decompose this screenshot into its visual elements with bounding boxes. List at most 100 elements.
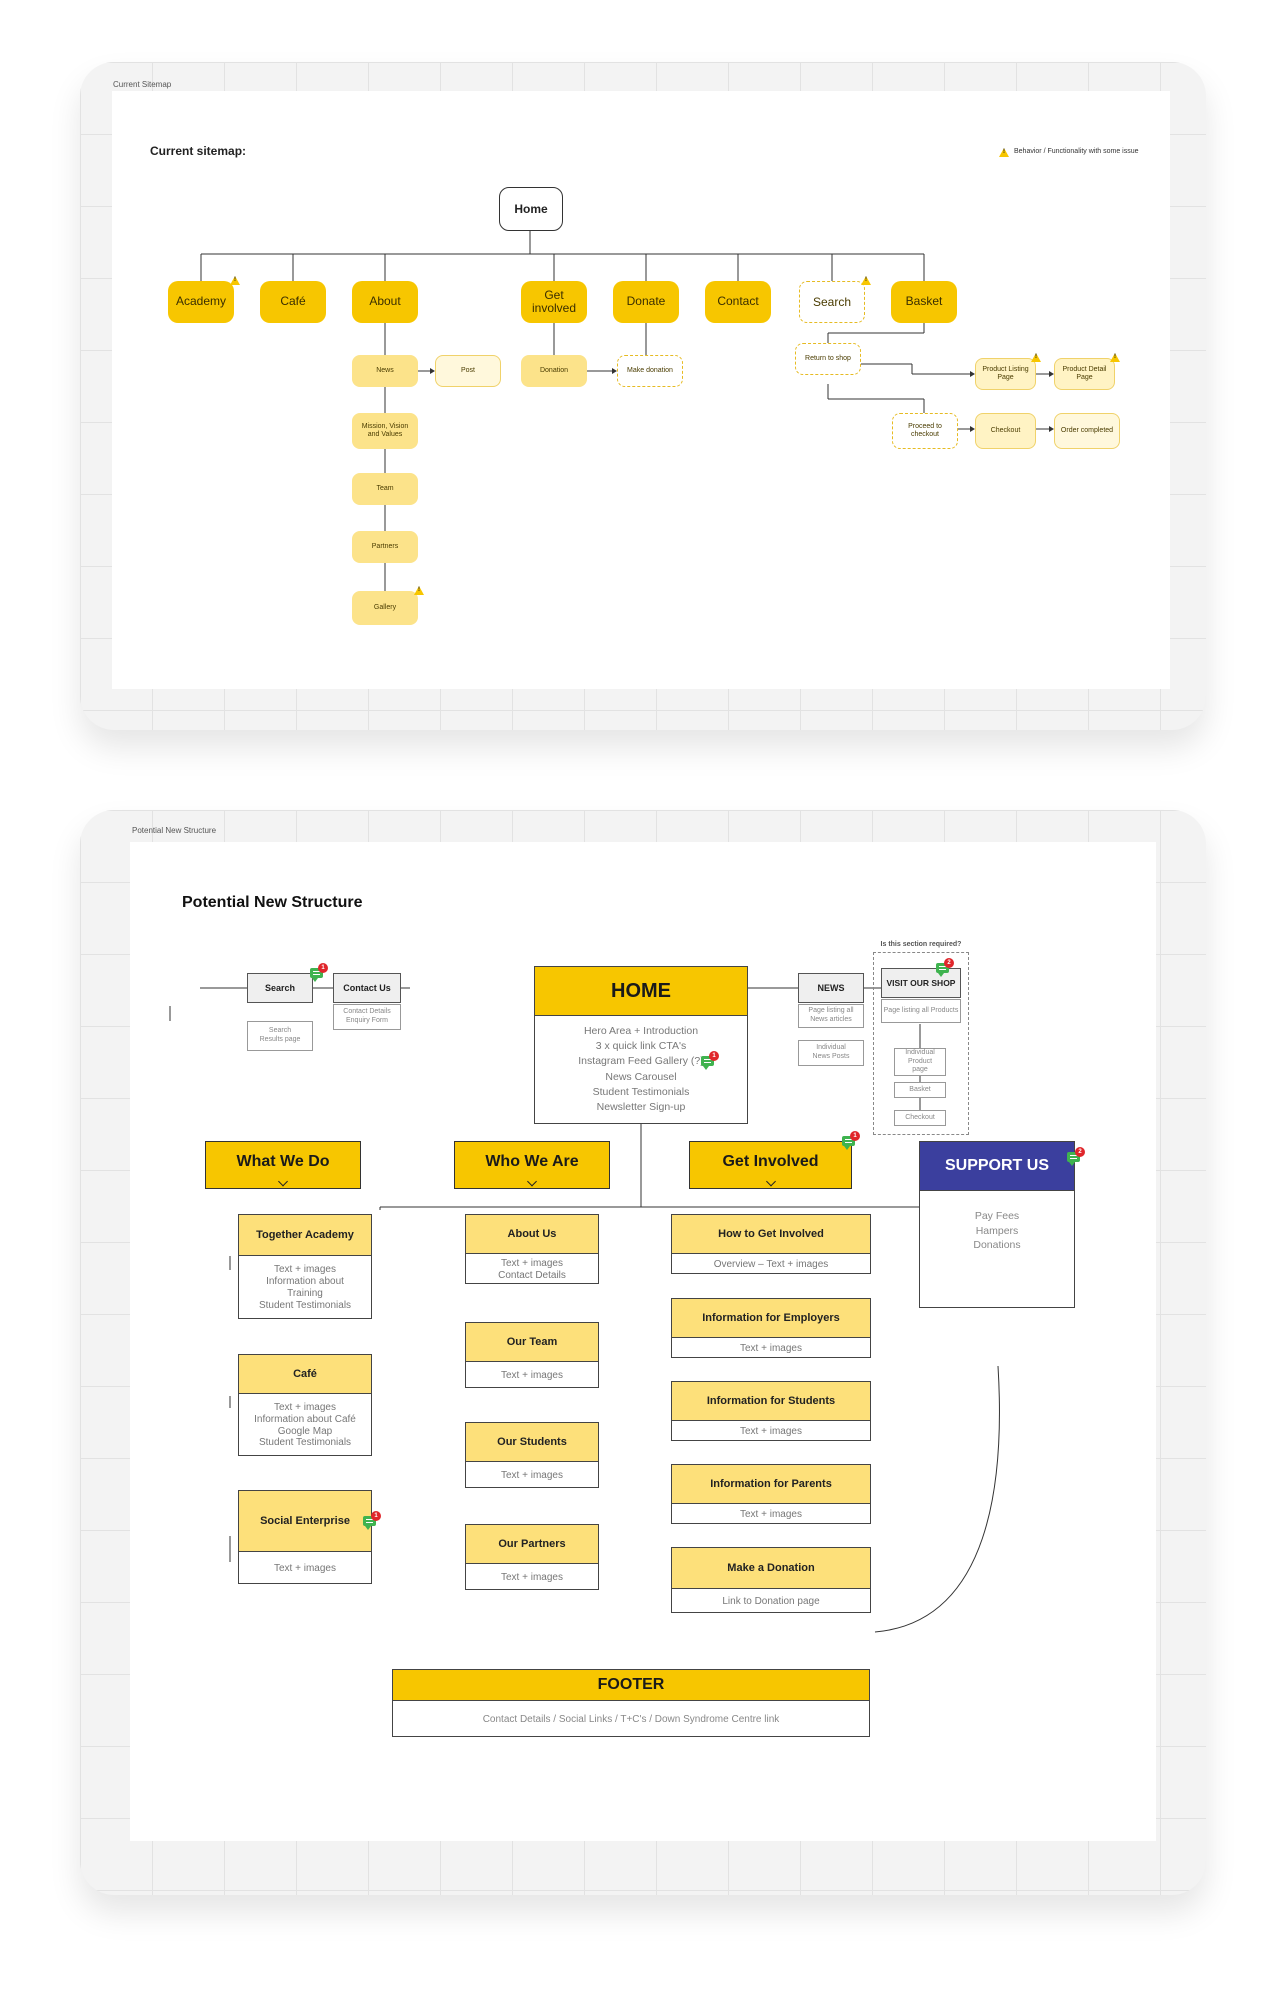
support-item: Donations [973,1239,1021,1252]
card-line: Information about Café [254,1413,356,1425]
info-students-card[interactable]: Information for Students Text + images [671,1381,871,1441]
news-node[interactable]: News [352,355,418,387]
frame-label[interactable]: Potential New Structure [132,826,217,835]
donate-node[interactable]: Donate [613,281,679,323]
individual-product-box[interactable]: Individual Product page [894,1048,946,1076]
warning-icon: ! [414,586,424,595]
comment-icon[interactable] [363,1516,376,1530]
frame-label[interactable]: Current Sitemap [113,80,172,89]
visit-shop-box[interactable]: VISIT OUR SHOP [881,968,961,998]
potential-structure-panel: Potential New Structure [80,810,1206,1895]
card-line: Text + images [501,1369,563,1381]
about-us-card[interactable]: About Us Text + images Contact Details [465,1214,599,1284]
our-partners-card[interactable]: Our Partners Text + images [465,1524,599,1590]
checkout-node[interactable]: Checkout [975,413,1036,449]
card-title: How to Get Involved [672,1215,870,1254]
how-to-get-involved-card[interactable]: How to Get Involved Overview – Text + im… [671,1214,871,1274]
make-donation-node[interactable]: Make donation [617,355,683,387]
info-parents-card[interactable]: Information for Parents Text + images [671,1464,871,1524]
product-listing-node[interactable]: Product Listing Page [975,358,1036,390]
what-we-do-title: What We Do [236,1153,330,1170]
contact-us-box[interactable]: Contact Us [333,973,401,1003]
warning-icon: ! [230,276,240,285]
get-involved-node[interactable]: Get involved [521,281,587,323]
card-line: Text + images [501,1257,563,1269]
make-donation-card[interactable]: Make a Donation Link to Donation page [671,1547,871,1613]
card-title: Our Students [466,1423,598,1462]
sitemap-heading: Current sitemap: [150,144,247,158]
academy-node[interactable]: Academy [168,281,234,323]
basket-box[interactable]: Basket [894,1082,946,1098]
support-us-card[interactable]: SUPPORT US Pay Fees Hampers Donations [919,1141,1075,1308]
comment-icon[interactable] [1067,1152,1080,1166]
news-listing-box[interactable]: Page listing all News articles [798,1004,864,1028]
card-title: Information for Parents [672,1465,870,1504]
search-node[interactable]: Search [799,281,865,323]
card-title: Make a Donation [672,1548,870,1589]
our-students-card[interactable]: Our Students Text + images [465,1422,599,1488]
product-detail-node[interactable]: Product Detail Page [1054,358,1115,390]
card-line: Training [287,1288,323,1299]
current-sitemap-panel: Current Sitemap [80,62,1206,730]
cafe-node[interactable]: Café [260,281,326,323]
search-results-box[interactable]: Search Results page [247,1021,313,1051]
together-academy-card[interactable]: Together Academy Text + images Informati… [238,1214,372,1319]
donation-node[interactable]: Donation [521,355,587,387]
info-employers-card[interactable]: Information for Employers Text + images [671,1298,871,1358]
news-box[interactable]: NEWS [798,973,864,1003]
comment-count-badge: 1 [371,1511,381,1521]
basket-node[interactable]: Basket [891,281,957,323]
card-title: Social Enterprise [239,1491,371,1552]
gallery-node[interactable]: Gallery [352,591,418,625]
home-item: Instagram Feed Gallery (?) [578,1055,704,1068]
current-sitemap-board: Current sitemap: ! Behavior / Functional… [112,91,1170,689]
warning-icon: ! [1110,353,1120,362]
warning-icon: ! [1031,353,1041,362]
search-box[interactable]: Search [247,973,313,1003]
card-line: Text + images [740,1425,802,1437]
about-node[interactable]: About [352,281,418,323]
cafe-card[interactable]: Café Text + images Information about Caf… [238,1354,372,1456]
card-line: Overview – Text + images [713,1258,829,1270]
comment-icon[interactable] [701,1056,714,1070]
product-listing-box[interactable]: Page listing all Products [881,999,961,1023]
comment-icon[interactable] [842,1136,855,1150]
home-node[interactable]: Home [499,187,563,231]
card-line: Text + images [740,1342,802,1354]
mission-node[interactable]: Mission, Vision and Values [352,413,418,449]
shop-dashed-group [873,952,969,1135]
card-title: Together Academy [239,1215,371,1256]
our-team-card[interactable]: Our Team Text + images [465,1322,599,1388]
footer-card[interactable]: FOOTER Contact Details / Social Links / … [392,1669,870,1737]
contact-node[interactable]: Contact [705,281,771,323]
checkout-box[interactable]: Checkout [894,1110,946,1126]
comment-count-badge: 2 [1075,1147,1085,1157]
post-node[interactable]: Post [435,355,501,387]
card-line: Text + images [501,1469,563,1481]
card-line: Google Map [277,1425,333,1437]
proceed-to-checkout-node[interactable]: Proceed to checkout [892,413,958,449]
home-item: Newsletter Sign-up [596,1101,686,1114]
comment-icon[interactable] [310,968,323,982]
what-we-do-header[interactable]: What We Do [205,1141,361,1189]
order-completed-node[interactable]: Order completed [1054,413,1120,449]
get-involved-header[interactable]: Get Involved [689,1141,852,1189]
card-title: Our Team [466,1323,598,1362]
card-line: Student Testimonials [258,1437,352,1449]
chevron-down-icon [278,1176,288,1187]
structure-heading: Potential New Structure [182,894,363,911]
contact-details-box[interactable]: Contact Details Enquiry Form [333,1004,401,1030]
card-title: About Us [466,1215,598,1254]
partners-node[interactable]: Partners [352,531,418,563]
comment-icon[interactable] [936,963,949,977]
individual-news-box[interactable]: Individual News Posts [798,1040,864,1066]
social-enterprise-card[interactable]: Social Enterprise Text + images [238,1490,372,1584]
home-item: 3 x quick link CTA's [595,1040,687,1053]
return-to-shop-node[interactable]: Return to shop [795,343,861,375]
who-we-are-header[interactable]: Who We Are [454,1141,610,1189]
card-line: Text + images [274,1401,336,1413]
card-line: Text + images [274,1562,336,1574]
team-node[interactable]: Team [352,473,418,505]
home-card[interactable]: HOME Hero Area + Introduction 3 x quick … [534,966,748,1124]
home-item: Hero Area + Introduction [583,1025,699,1037]
